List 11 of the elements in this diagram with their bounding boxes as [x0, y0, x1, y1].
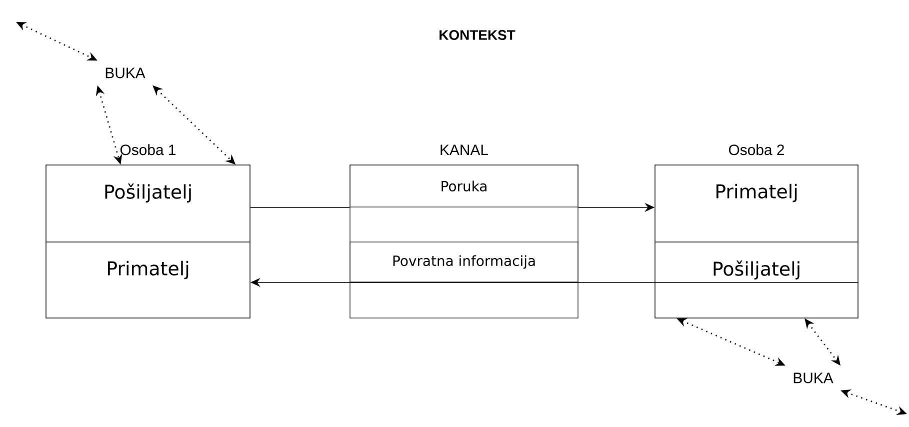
node-label: Osoba 2	[728, 144, 784, 156]
node-label: Osoba 1	[120, 144, 176, 156]
text-box: Primatelj	[654, 164, 858, 242]
text-box: Poruka	[350, 164, 578, 208]
text-box: Primatelj	[46, 242, 250, 318]
text-box: Povratna informacija	[350, 242, 578, 282]
text-box: Pošiljatelj	[654, 242, 858, 318]
text-box: Pošiljatelj	[46, 164, 250, 242]
title: KONTEKST	[440, 30, 516, 40]
noise-label: BUKA	[106, 68, 146, 78]
noise-label: BUKA	[794, 372, 834, 384]
